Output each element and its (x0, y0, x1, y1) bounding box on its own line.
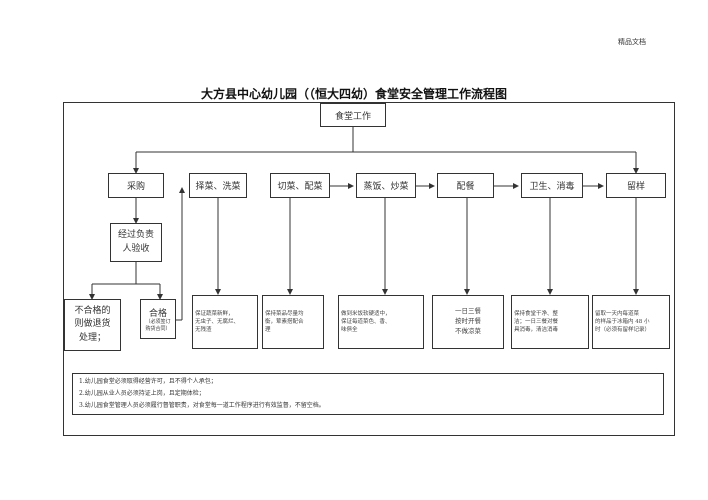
acceptance-box: 经过负责 人验收 (110, 223, 162, 262)
step-cook: 蒸饭、炒菜 (356, 173, 416, 198)
step-wash: 择菜、洗菜 (189, 173, 247, 198)
page-title: 大方县中心幼儿园（（恒大四幼）食堂安全管理工作流程图 (200, 87, 507, 101)
note-serve: 一日三餐 按时开餐 不做凉菜 (432, 295, 504, 349)
rule-item: 1.幼儿园食堂必须取得经营许可，且不得个人承包； (79, 378, 217, 385)
flowchart-frame (63, 102, 675, 436)
step-purchase: 采购 (108, 173, 164, 198)
canteen-work-box: 食堂工作 (320, 103, 386, 127)
rule-item: 3.幼儿园食堂管理人员必须履行督管职责，对食堂每一道工作程序进行有效监督，不留空… (79, 402, 325, 409)
note-hygiene: 保持食堂干净、整 洁；一日三餐对餐 具消毒，清洁消毒 (511, 295, 589, 349)
step-sample: 留样 (606, 173, 666, 198)
step-serve: 配餐 (437, 173, 494, 198)
note-wash: 保证蔬菜新鲜， 无虫子、无腐烂、 无残渣 (192, 295, 258, 349)
corner-tag: 精品文档 (618, 38, 646, 46)
note-sample: 留取一天内每道菜 的样品于冰箱内 48 小 时（必须有留样记录） (592, 295, 670, 349)
fail-outcome-box: 不合格的 则做退货 处理； (64, 299, 121, 351)
rules-box: 1.幼儿园食堂必须取得经营许可，且不得个人承包； 2.幼儿园从业人员必须持证上岗… (72, 373, 664, 415)
step-cut: 切菜、配菜 (270, 173, 330, 198)
note-cook: 做到米饭软硬适中， 保证每道菜色、香、 味俱全 (338, 295, 424, 349)
step-hygiene: 卫生、消毒 (521, 173, 583, 198)
note-cut: 保持菜品尽量均 衡，荤素搭配合 理 (262, 295, 324, 349)
pass-sub: （必须签订 购货合同） (145, 318, 171, 332)
pass-label: 合格 (148, 308, 167, 319)
rule-item: 2.幼儿园从业人员必须持证上岗，且定期体检； (79, 390, 205, 397)
pass-outcome-box: 合格 （必须签订 购货合同） (140, 299, 176, 339)
